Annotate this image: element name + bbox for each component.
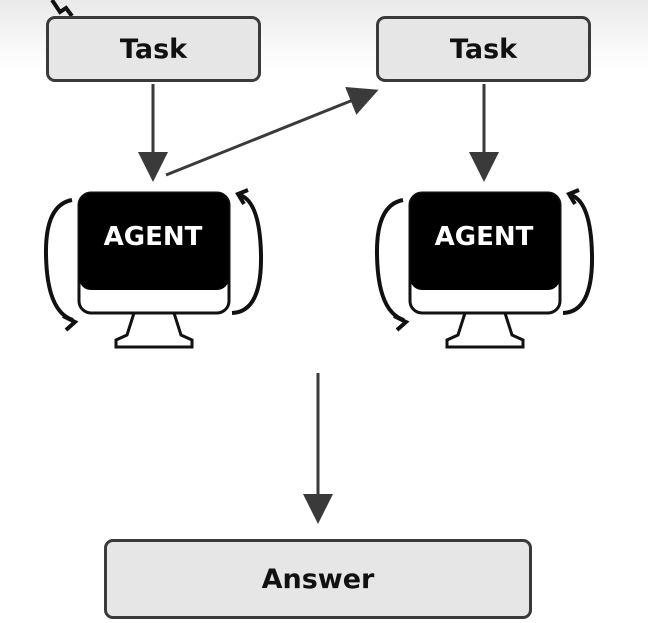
cycle-arrow-left-icon bbox=[374, 198, 405, 322]
task-node-right: Task bbox=[376, 16, 591, 82]
answer-label: Answer bbox=[261, 563, 375, 595]
agent-left-monitor bbox=[43, 188, 264, 349]
task-left-label: Task bbox=[119, 33, 188, 65]
task-node-left: Task bbox=[46, 16, 261, 82]
cycle-arrow-right-icon bbox=[231, 193, 264, 315]
task-right-label: Task bbox=[449, 33, 518, 65]
agent-left-label: AGENT bbox=[103, 222, 203, 252]
cursor-icon bbox=[50, 0, 74, 18]
arrow-agent-left-to-task-right bbox=[165, 87, 379, 177]
cycle-arrow-left-icon bbox=[43, 198, 74, 322]
cycle-arrow-right-icon bbox=[562, 193, 595, 315]
agent-right-monitor bbox=[374, 188, 595, 349]
answer-node: Answer bbox=[104, 539, 532, 619]
agent-right-label: AGENT bbox=[434, 222, 534, 252]
